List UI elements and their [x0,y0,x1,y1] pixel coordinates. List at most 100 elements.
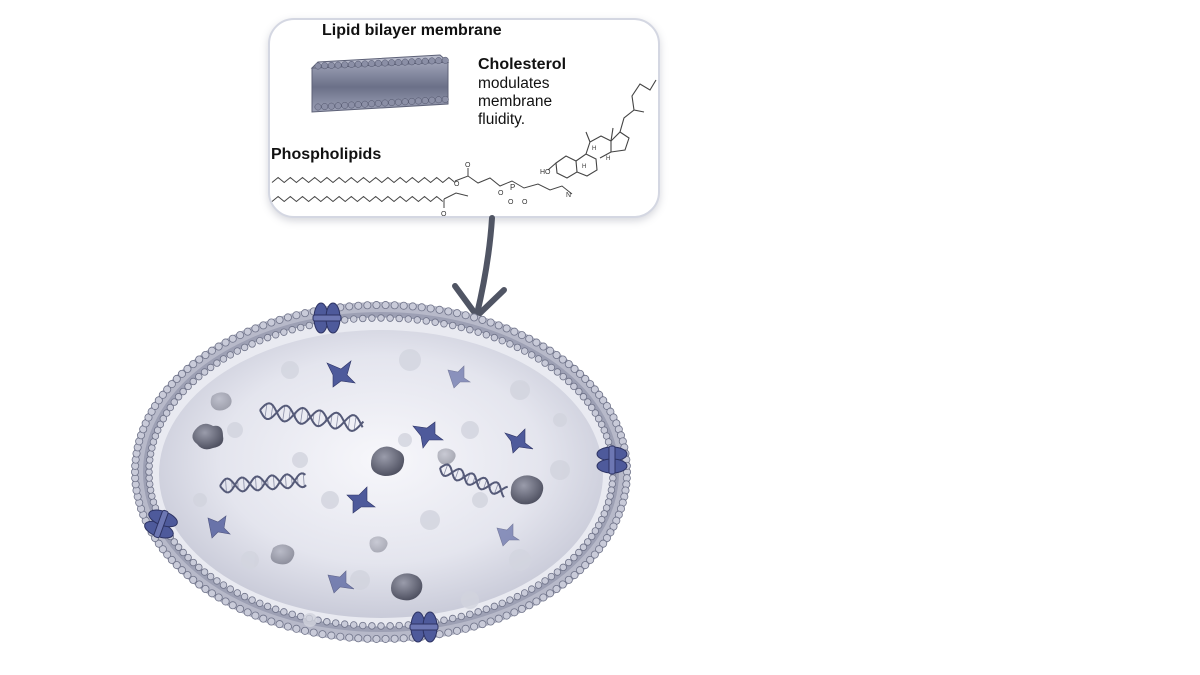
membrane-lipid-head [399,301,408,310]
membrane-lipid-head [448,614,457,623]
membrane-lipid-head [527,585,536,593]
membrane-lipid-head [602,534,611,543]
membrane-lipid-head [184,553,192,562]
membrane-lipid-head [404,315,412,323]
membrane-lipid-head [595,390,604,399]
membrane-lipid-head [591,527,600,535]
membrane-lipid-head [564,558,573,567]
membrane-lipid-head [248,340,256,348]
membrane-lipid-head [478,620,487,629]
lipid-head [435,57,443,65]
membrane-lipid-head [145,462,153,470]
membrane-lipid-head [283,622,292,631]
membrane-lipid-head [213,359,221,367]
atom-o-label: O [508,199,514,206]
membrane-lipid-head [167,555,176,564]
membrane-lipid-head [233,589,242,597]
lipid-head [415,58,422,65]
membrane-lipid-head [558,355,567,364]
membrane-lipid-head [207,346,216,355]
phospholipids-title: Phospholipids [271,146,382,163]
membrane-lipid-head [350,621,358,629]
membrane-lipid-head [305,321,314,330]
membrane-lipid-head [587,532,596,541]
atom-o-label: O [465,162,471,169]
lipid-head [327,61,335,69]
membrane-lipid-head [323,618,331,626]
lipid-head [435,96,443,104]
membrane-lipid-head [166,403,175,412]
membrane-lipid-head [158,545,167,554]
atom-o-label: O [522,199,528,206]
membrane-lipid-head [184,382,192,391]
membrane-lipid-head [609,474,617,482]
membrane-lipid-head [602,401,611,410]
lipid-head [441,56,449,64]
membrane-lipid-head [570,553,578,562]
membrane-lipid-head [163,385,172,394]
membrane-lipid-head [513,343,522,352]
lipid-head [354,60,362,68]
membrane-lipid-head [259,321,268,330]
membrane-lipid-head [386,622,394,630]
membrane-lipid-head [372,634,381,643]
membrane-lipid-head [594,414,603,423]
membrane-lipid-head [486,318,495,327]
membrane-lipid-head [579,393,588,401]
membrane-lipid-head [604,438,613,446]
membrane-lipid-head [517,331,526,340]
membrane-lipid-head [506,340,514,348]
membrane-lipid-head [248,596,256,604]
membrane-lipid-head [390,301,399,310]
cholesterol-description: modulates membrane fluidity. [478,75,553,128]
dna-helix-icon [219,402,509,498]
membrane-lipid-head [608,480,616,488]
membrane-lipid-head [502,611,511,620]
membrane-lipid-head [466,610,474,618]
membrane-lipid-head [327,631,336,640]
lipid-head [408,58,416,66]
membrane-lipid-head [243,327,252,336]
cholesterol-structure-icon [547,79,657,179]
membrane-lipid-head [189,558,198,567]
lipid-head [381,99,389,107]
membrane-lipid-head [259,614,268,623]
membrane-lipid-head [474,328,482,336]
membrane-lipid-head [288,326,296,334]
membrane-lipid-head [377,314,385,322]
protein-blobs [192,392,544,601]
membrane-lipid-head [263,602,272,611]
membrane-lipid-head [431,318,439,326]
membrane-lipid-head [228,334,237,343]
membrane-lipid-head [174,393,183,401]
membrane-protein-icon [144,302,628,643]
membrane-lipid-head [345,302,354,311]
membrane-lipid-head [498,336,506,345]
atom-o-label: O [441,211,447,218]
atom-o-label: O [498,190,504,197]
membrane-lipid-head [570,571,579,580]
membrane-lipid-head [534,355,543,363]
membrane-lipid-head [148,444,156,452]
membrane-lipid-head [377,622,385,630]
membrane-lipid-head [149,498,158,506]
membrane-lipid-head [413,316,421,324]
membrane-lipid-head [318,630,327,639]
lipid-head [334,61,342,69]
lipid-head [341,101,349,109]
membrane-lipid-head [154,396,163,405]
membrane-lipid-head [167,380,176,389]
lipid-head [421,97,429,105]
membrane-lipid-head [206,572,215,581]
membrane-lipid-head [148,492,156,500]
membrane-lipid-head [226,585,235,593]
membrane-lipid-head [559,563,567,572]
lipid-head [348,61,355,68]
membrane-lipid-head [219,355,228,363]
membrane-lipid-head [172,561,181,570]
membrane-lipid-head [527,351,536,359]
membrane-lipid-head [590,550,599,559]
membrane-lipid-head [233,347,242,355]
lipid-head [334,102,342,110]
membrane-lipid-head [159,414,168,423]
